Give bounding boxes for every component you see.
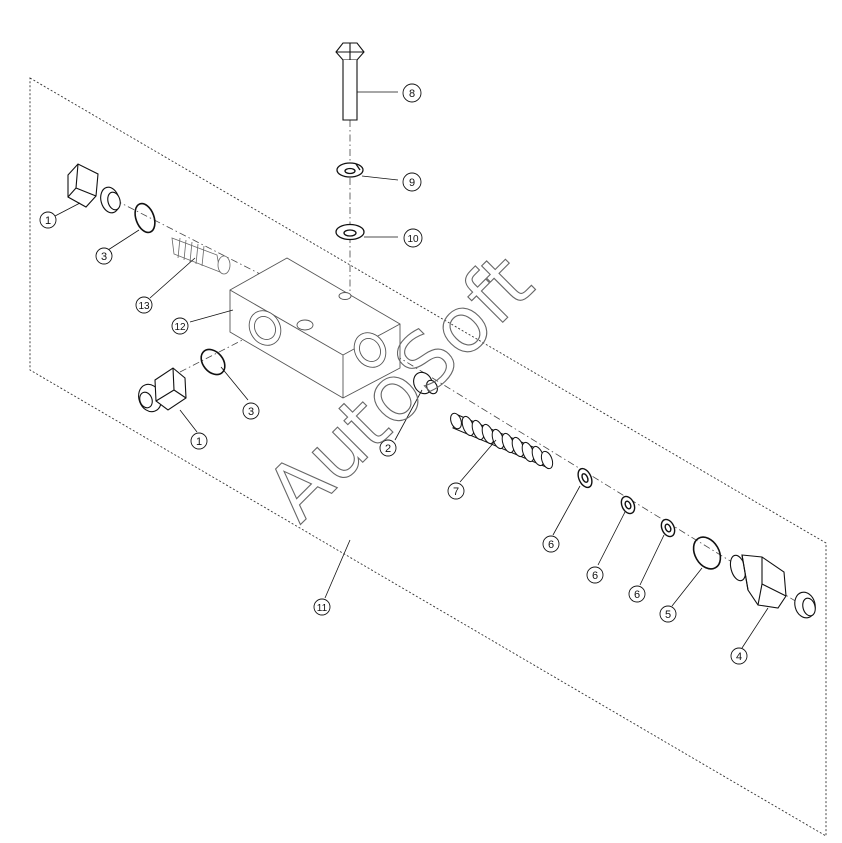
oring-right (692, 536, 722, 570)
callout-fitting-top-left: 1 (45, 215, 51, 227)
bolt (335, 42, 365, 121)
callout-bolt: 8 (409, 88, 415, 100)
callout-fitting-lower-left: 1 (196, 436, 202, 448)
valve-body (229, 257, 401, 399)
callout-oring-lower: 3 (248, 406, 254, 418)
callout-poppet: 2 (385, 443, 391, 455)
cartridge (171, 237, 231, 275)
mounting-plane (29, 77, 827, 837)
callout-valve-body: 12 (174, 322, 186, 333)
callout-end-fitting: 4 (736, 651, 742, 663)
shim-a (577, 467, 593, 489)
callout-circles (39, 83, 748, 665)
callout-shim-c: 6 (634, 589, 640, 601)
callout-mounting-plane: 11 (317, 603, 328, 614)
spring (450, 412, 554, 470)
lock-washer (336, 162, 364, 178)
oring-lower (200, 348, 226, 376)
callout-oring-right: 5 (665, 609, 671, 621)
callout-flat-washer: 10 (407, 234, 419, 245)
end-fitting (729, 554, 816, 619)
flat-washer (335, 223, 365, 241)
poppet (413, 371, 438, 395)
callout-shim-a: 6 (548, 539, 554, 551)
callout-lock-washer: 9 (409, 177, 415, 189)
fitting-lower-left (138, 367, 187, 413)
fitting-top-left (67, 163, 121, 214)
callout-shim-b: 6 (592, 570, 598, 582)
shim-b (620, 495, 636, 515)
shim-c (660, 518, 676, 538)
oring-top (134, 202, 156, 234)
callout-spring: 7 (453, 486, 459, 498)
leader-lines (54, 91, 769, 649)
callout-oring-top: 3 (101, 251, 107, 263)
callout-cartridge: 13 (138, 301, 150, 312)
